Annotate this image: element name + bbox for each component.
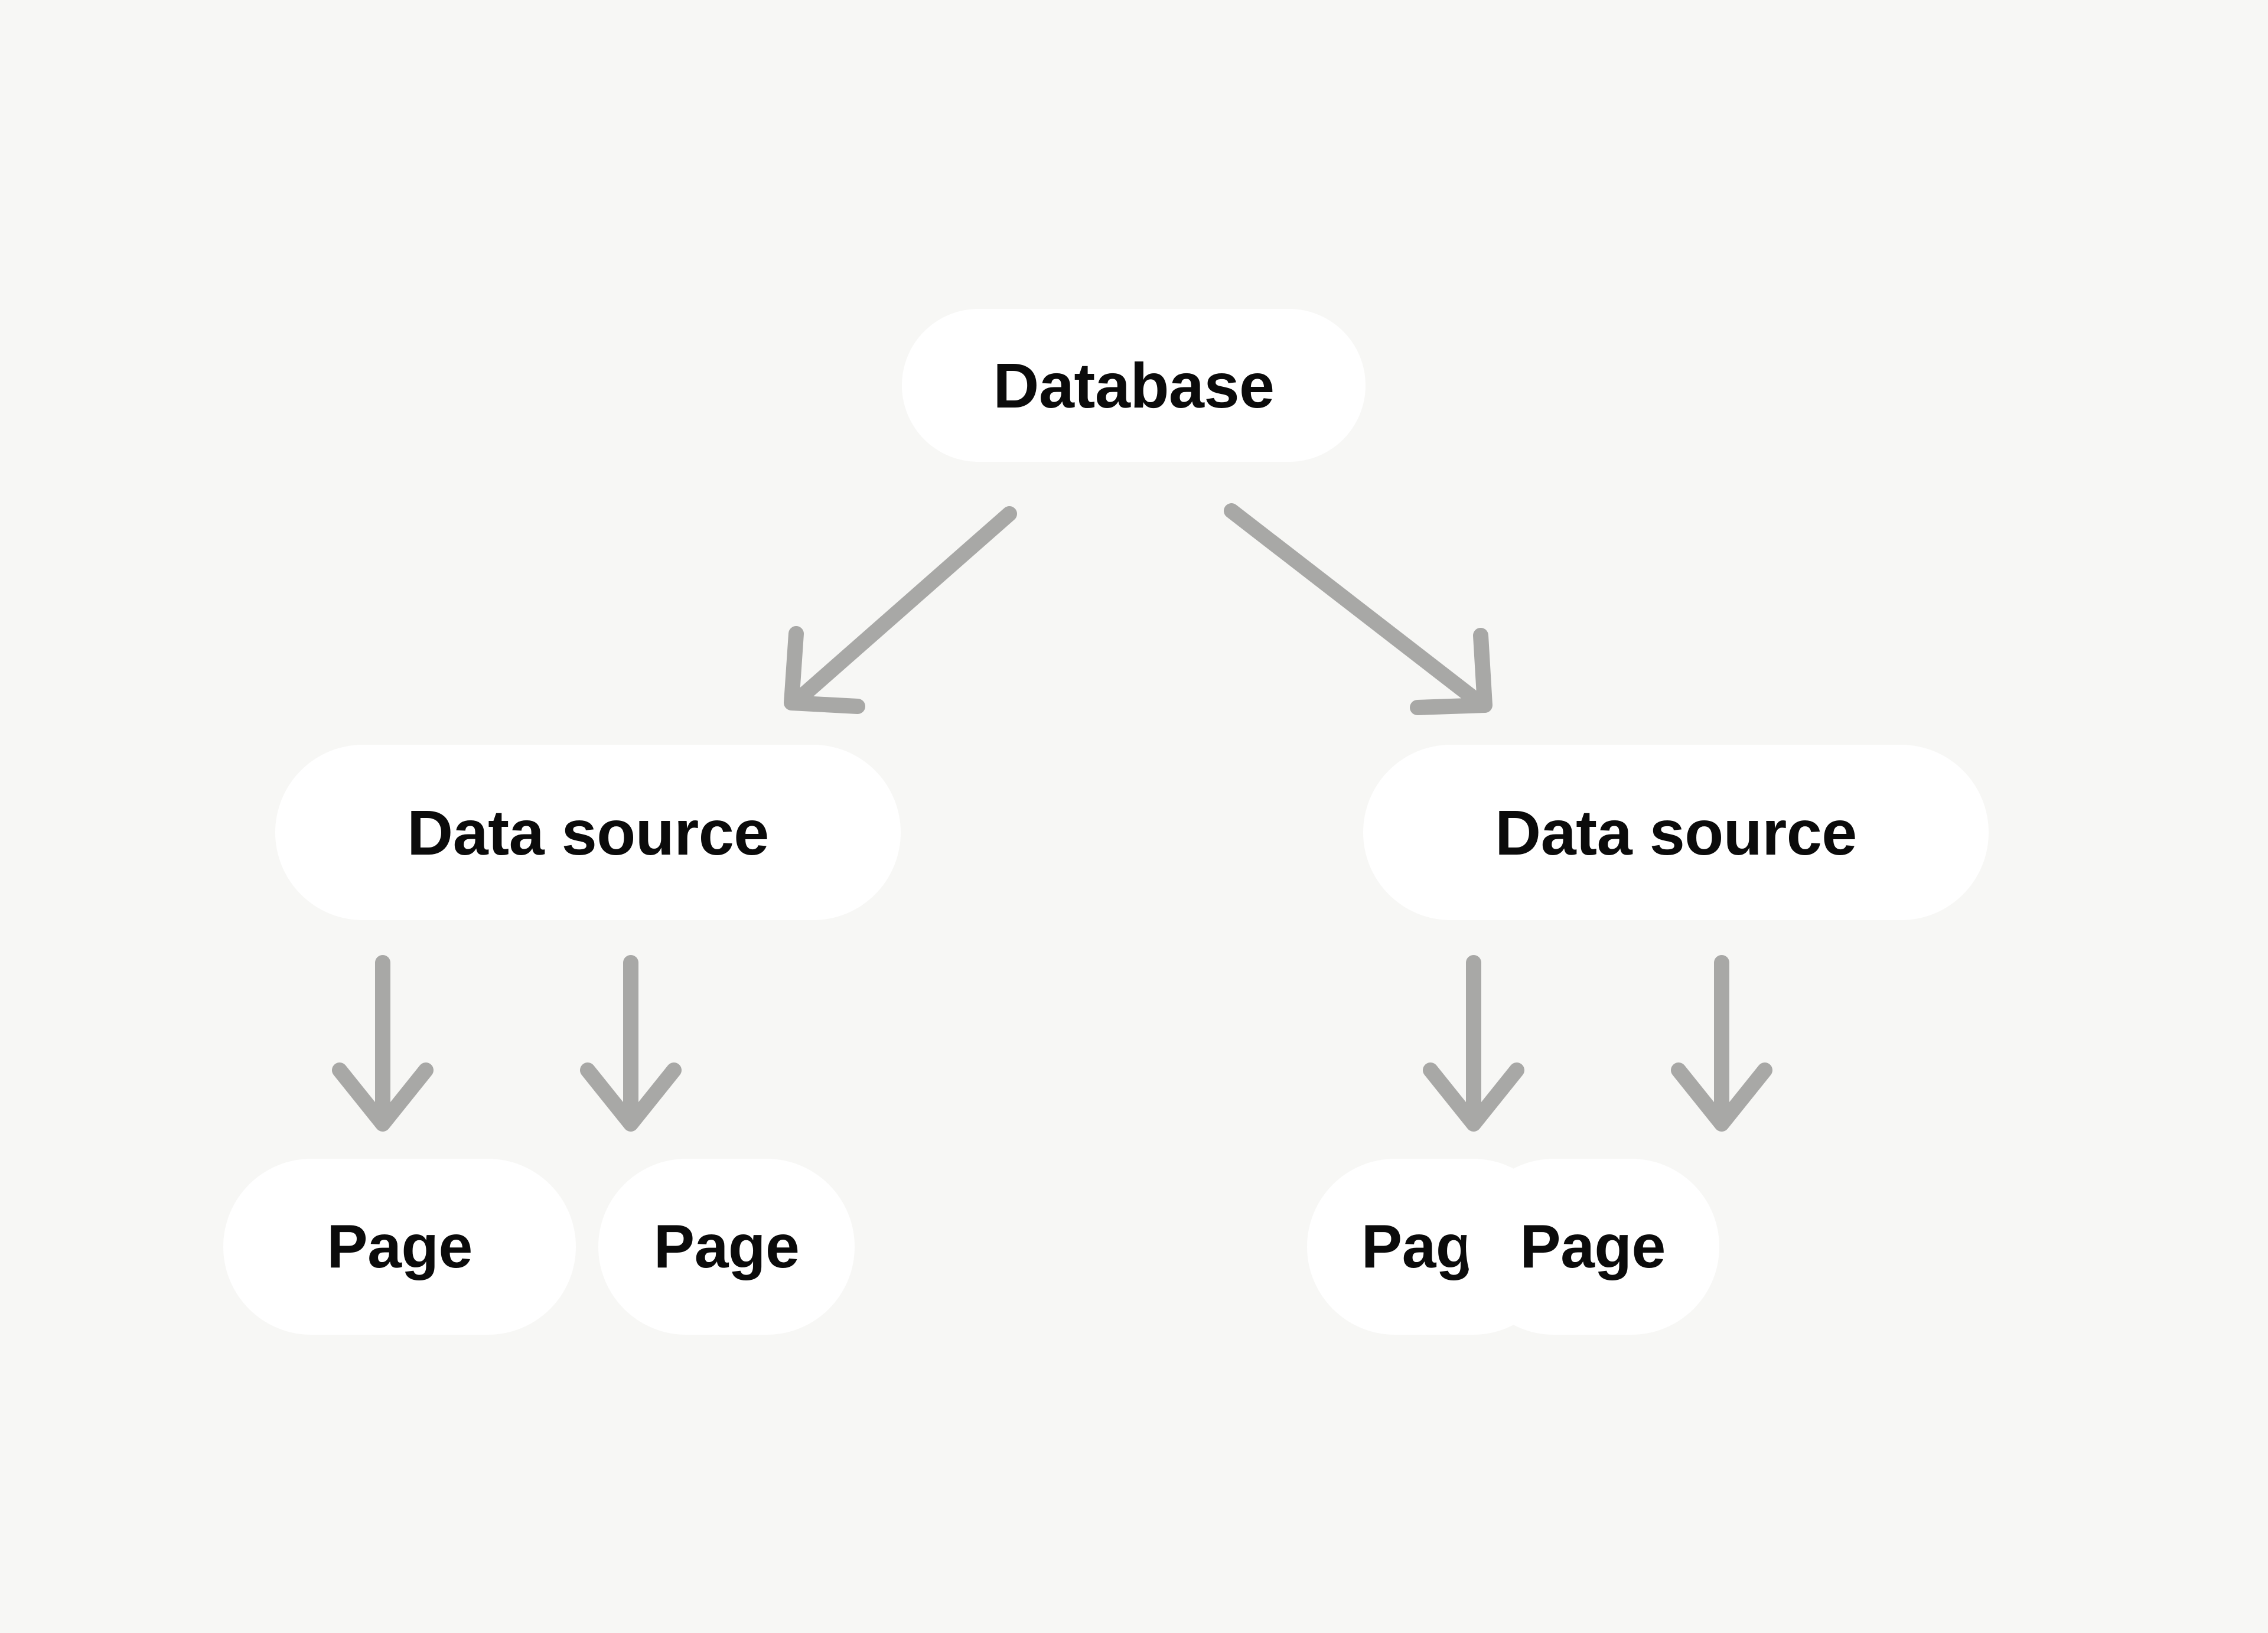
- arrow-database-to-datasource-right: [1224, 503, 1493, 715]
- node-datasource-left-label: Data source: [407, 796, 769, 868]
- arrow-datasource-right-to-page-4: [1671, 955, 1772, 1132]
- arrow-datasource-left-to-page-2: [580, 955, 682, 1132]
- node-datasource-left[interactable]: Data source: [275, 745, 901, 920]
- node-page-1[interactable]: Page: [223, 1159, 576, 1335]
- arrow-datasource-right-to-page-3: [1423, 955, 1524, 1132]
- node-page-2-label: Page: [653, 1212, 800, 1281]
- node-page-2[interactable]: Page: [598, 1159, 855, 1335]
- node-page-1-label: Page: [327, 1212, 472, 1281]
- node-datasource-right[interactable]: Data source: [1363, 745, 1989, 920]
- node-page-4[interactable]: Page: [1466, 1159, 1719, 1335]
- node-database[interactable]: Database: [902, 309, 1366, 462]
- node-database-label: Database: [993, 349, 1275, 421]
- arrow-datasource-left-to-page-1: [332, 955, 434, 1132]
- node-datasource-right-label: Data source: [1495, 796, 1857, 868]
- node-page-4-label: Page: [1520, 1212, 1666, 1281]
- arrow-database-to-datasource-left: [784, 506, 1017, 714]
